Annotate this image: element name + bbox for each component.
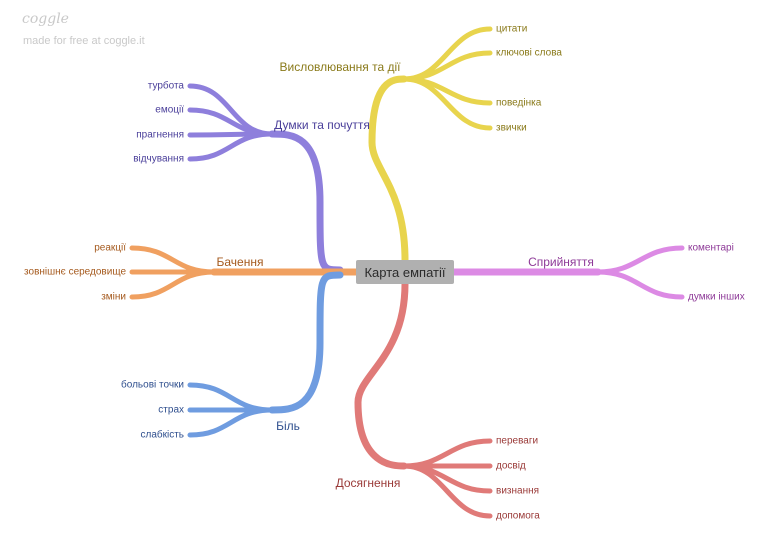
- leaf-hears-1[interactable]: думки інших: [688, 292, 745, 303]
- leaf-link-sees-0: [129, 245, 217, 275]
- central-node-label: Карта емпатії: [364, 264, 446, 280]
- leaf-sees-0[interactable]: реакції: [94, 243, 126, 254]
- leaf-link-thoughts-3: [187, 131, 275, 162]
- coggle-tagline: made for free at coggle.it: [23, 35, 145, 47]
- leaf-link-hears-0: [595, 245, 685, 275]
- leaf-gain-1[interactable]: досвід: [496, 461, 526, 472]
- coggle-logo: coggle: [22, 11, 69, 27]
- leaf-thoughts-2[interactable]: прагнення: [136, 130, 184, 141]
- leaf-link-gain-3: [401, 463, 493, 519]
- leaf-thoughts-1[interactable]: емоції: [155, 105, 184, 116]
- branch-label-gain[interactable]: Досягнення: [336, 476, 401, 490]
- branch-label-sees[interactable]: Бачення: [217, 255, 264, 269]
- leaf-pain-2[interactable]: слабкість: [140, 429, 184, 441]
- leaf-gain-2[interactable]: визнання: [496, 486, 539, 497]
- leaf-link-sees-2: [129, 269, 217, 300]
- leaf-link-gain-0: [401, 438, 493, 469]
- branch-label-pain[interactable]: Біль: [276, 419, 300, 433]
- branch-says: [368, 75, 409, 264]
- leaf-pain-1[interactable]: страх: [158, 405, 184, 416]
- leaf-sees-1[interactable]: зовнішнє середовище: [24, 267, 126, 278]
- leaf-pain-0[interactable]: больові точки: [121, 379, 184, 391]
- branch-label-says[interactable]: Висловлювання та дії: [280, 60, 402, 74]
- branch-pain: [268, 271, 344, 414]
- leaf-link-says-3: [401, 76, 493, 131]
- branch-gain: [354, 280, 409, 470]
- leaf-link-pain-2: [187, 407, 275, 438]
- central-node[interactable]: Карта емпатії: [356, 260, 454, 284]
- leaf-link-pain-0: [187, 382, 275, 413]
- leaf-gain-0[interactable]: переваги: [496, 436, 538, 447]
- branch-label-thoughts[interactable]: Думки та почуття: [274, 118, 370, 132]
- leaf-gain-3[interactable]: допомога: [496, 511, 540, 522]
- leaf-sees-2[interactable]: зміни: [101, 292, 126, 303]
- leaf-hears-0[interactable]: коментарі: [688, 243, 734, 254]
- leaf-link-hears-1: [595, 269, 685, 300]
- leaf-says-0[interactable]: цитати: [496, 24, 527, 35]
- leaf-thoughts-0[interactable]: турбота: [148, 80, 185, 92]
- leaf-says-3[interactable]: звички: [496, 123, 527, 134]
- branch-thoughts: [268, 130, 344, 274]
- branch-label-hears[interactable]: Сприйняття: [528, 255, 594, 269]
- leaf-says-1[interactable]: ключові слова: [496, 48, 562, 59]
- leaf-says-2[interactable]: поведінка: [496, 98, 542, 109]
- leaf-thoughts-3[interactable]: відчування: [133, 154, 184, 165]
